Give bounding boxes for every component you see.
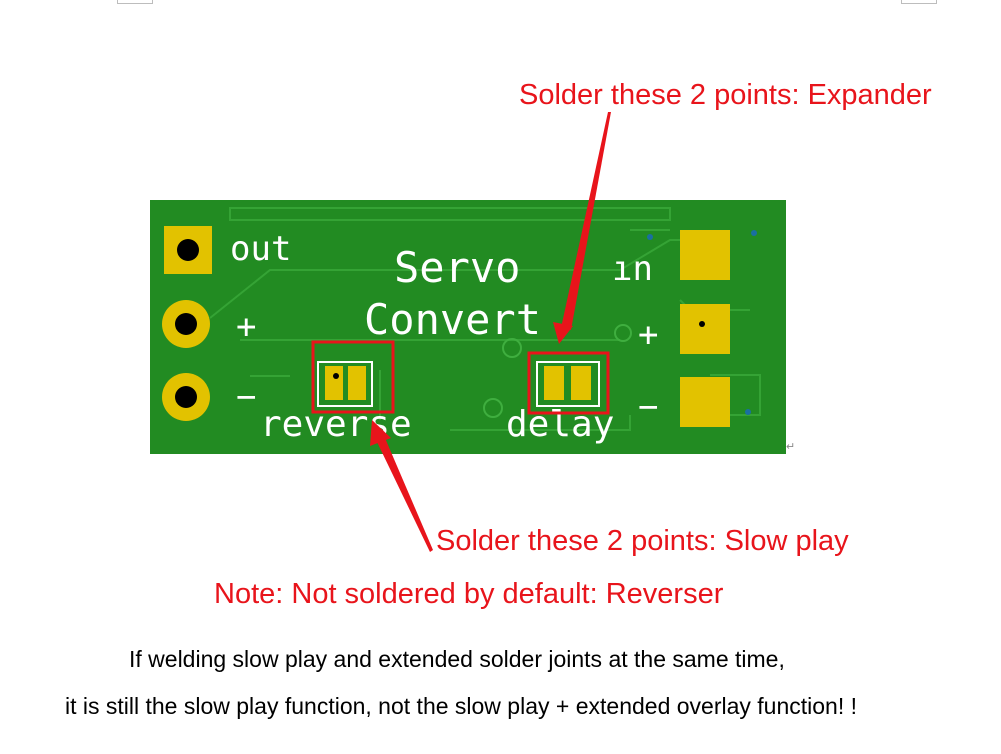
slow-play-callout: Solder these 2 points: Slow play [436, 525, 849, 557]
arrow-icon [377, 438, 433, 552]
smd-pad-icon [680, 377, 730, 427]
right-connector-pads [680, 230, 730, 427]
board-title-line2: Convert [364, 295, 541, 344]
expander-callout: Solder these 2 points: Expander [519, 79, 932, 111]
page-corner-mark-right [901, 0, 937, 4]
left-connector-pads [162, 226, 212, 421]
smd-pad-icon [680, 230, 730, 280]
jumper-pad-icon [544, 366, 564, 400]
through-hole-pad-drill [175, 386, 197, 408]
label-left-plus: + [236, 307, 256, 347]
label-reverse: reverse [260, 404, 412, 445]
reverse-highlight-box [311, 340, 395, 414]
via [614, 324, 632, 342]
via [483, 398, 503, 418]
delay-jumper [527, 351, 610, 415]
label-out: out [230, 229, 291, 269]
explanation-line-1: If welding slow play and extended solder… [129, 646, 785, 672]
jumper-pad-icon [348, 366, 366, 400]
page-corner-mark-left [117, 0, 153, 4]
label-right-plus: + [638, 315, 658, 355]
label-in: ın [612, 249, 653, 289]
pcb-board: out + − Servo Convert ın + − reverse del… [150, 200, 786, 454]
vias [483, 324, 632, 418]
board-title-line1: Servo [394, 243, 520, 292]
via-dot [751, 230, 757, 236]
label-left-minus: − [236, 377, 256, 417]
jumper-pad-dot [333, 373, 339, 379]
explanation-line-2: it is still the slow play function, not … [65, 693, 858, 719]
through-hole-pad-drill [177, 239, 199, 261]
through-hole-pad-drill [175, 313, 197, 335]
jumper-outline [536, 361, 600, 407]
label-right-minus: − [638, 387, 658, 427]
jumper-outline [317, 361, 373, 407]
via-dot [647, 234, 653, 240]
via-dot [745, 409, 751, 415]
reverse-jumper [311, 340, 395, 414]
default-note: Note: Not soldered by default: Reverser [214, 578, 724, 610]
delay-highlight-box [527, 351, 610, 415]
smd-pad-icon [680, 304, 730, 354]
smd-pad-dot [699, 321, 705, 327]
via [502, 338, 522, 358]
via-dots [647, 230, 757, 415]
paragraph-return-icon: ↵ [786, 441, 796, 453]
jumper-pad-icon [571, 366, 591, 400]
jumper-pad-icon [325, 366, 343, 400]
copper-traces [209, 207, 761, 431]
label-delay: delay [506, 404, 614, 445]
